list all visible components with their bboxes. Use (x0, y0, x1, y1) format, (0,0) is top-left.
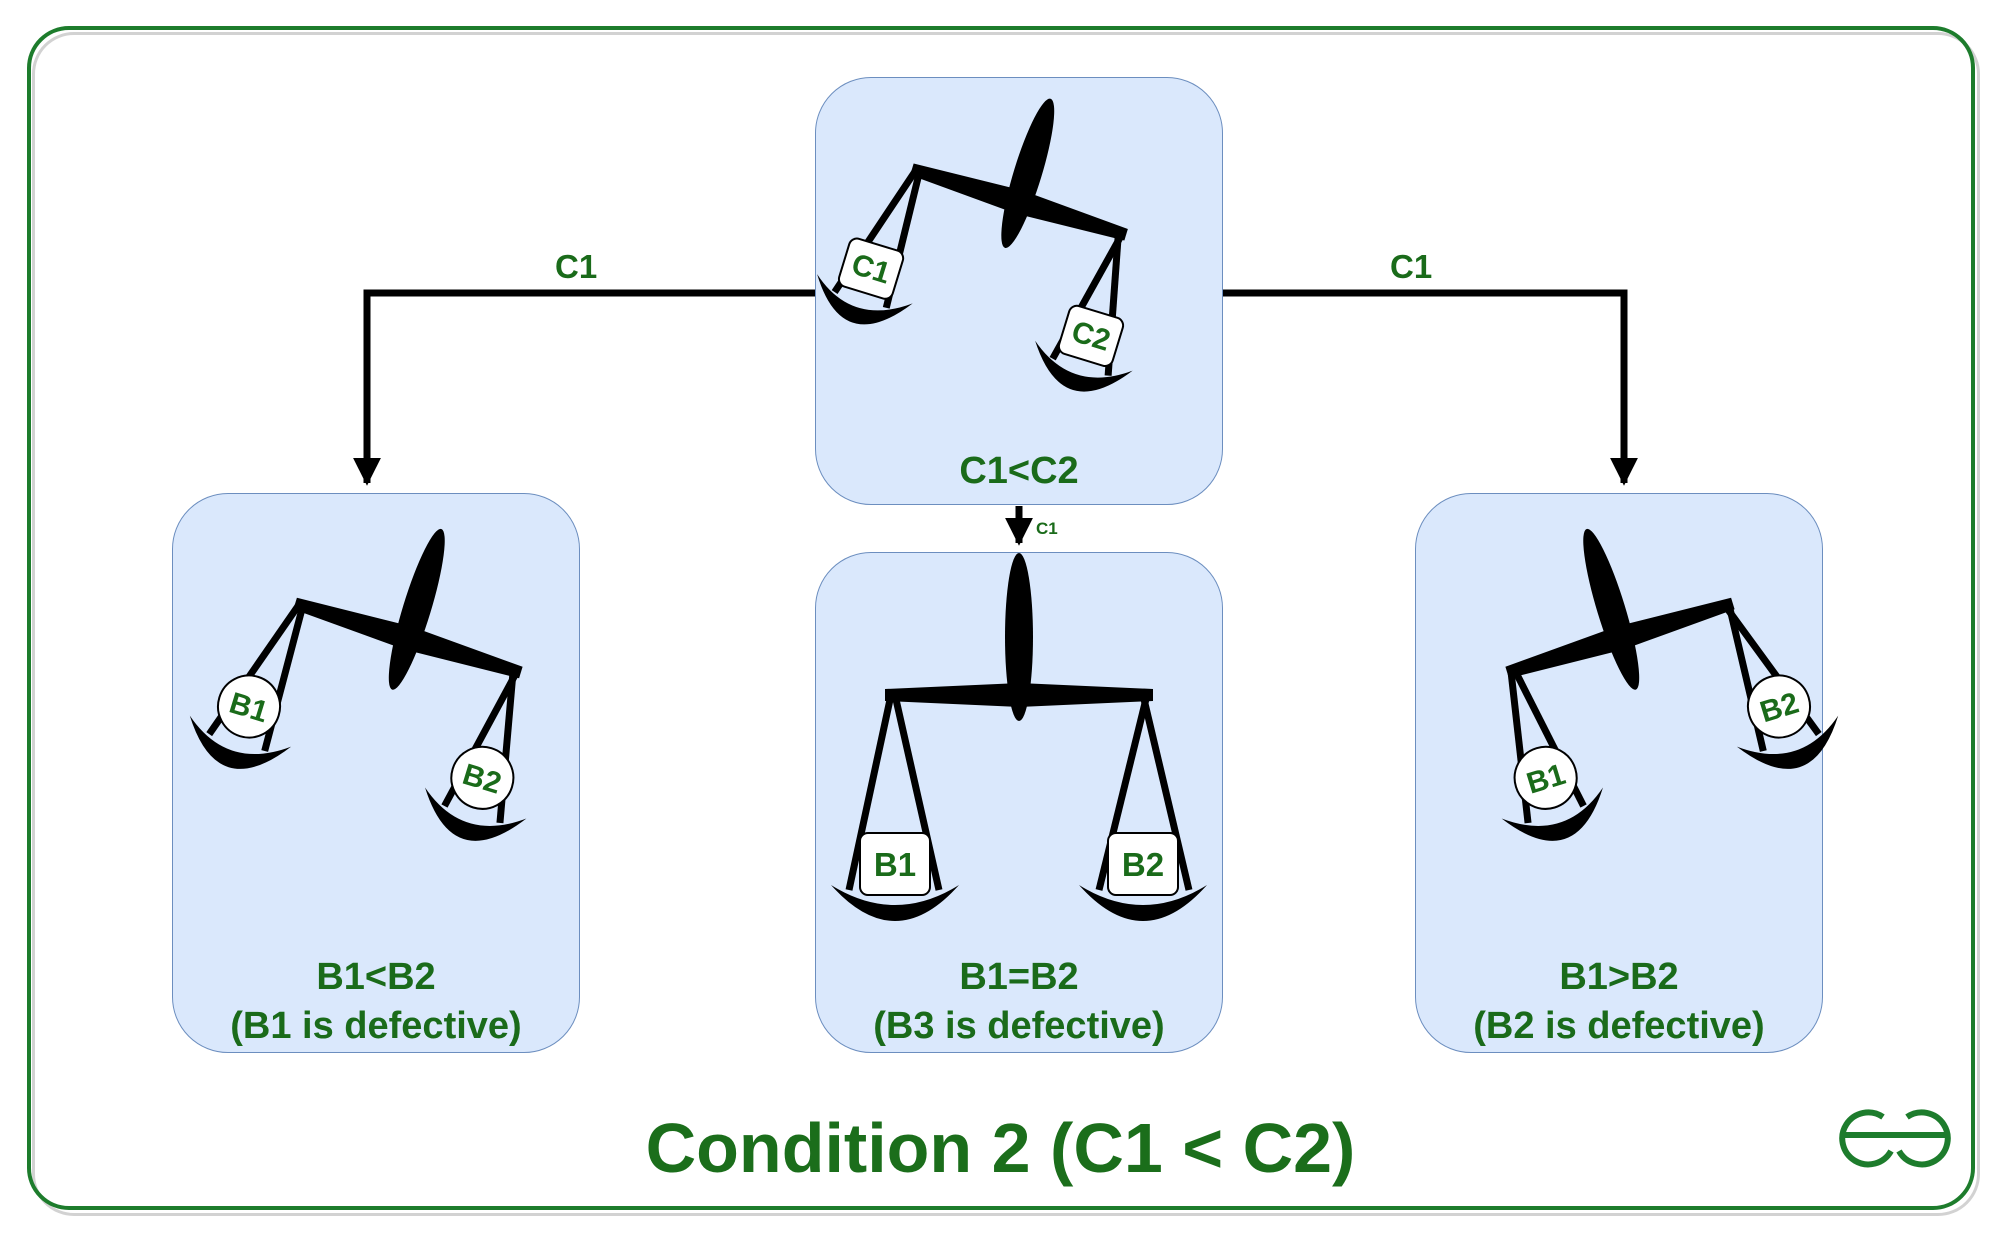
left-node-result: B1<B2 (316, 956, 436, 998)
diagram-frame (27, 26, 1975, 1210)
right-node-card: B1>B2 (B2 is defective) (1415, 493, 1823, 1053)
arrow-to-left (353, 289, 815, 486)
top-balance-scale-icon: C1 C2 (817, 98, 1133, 392)
left-node-conclusion: (B1 is defective) (230, 1005, 522, 1047)
middle-node-conclusion: (B3 is defective) (873, 1005, 1165, 1047)
middle-left-pan-label: B1 (874, 846, 916, 883)
edge-label-to-left: C1 (555, 248, 598, 285)
arrow-to-right (1223, 289, 1638, 486)
edge-label-to-middle: C1 (1036, 519, 1058, 538)
top-node-label: C1<C2 (959, 450, 1079, 492)
right-node-conclusion: (B2 is defective) (1473, 1005, 1765, 1047)
right-node-result: B1>B2 (1559, 956, 1679, 998)
frame-shadow (32, 32, 1980, 1216)
middle-balance-scale-icon: B1 B2 (831, 553, 1207, 921)
edge-label-to-right: C1 (1390, 248, 1433, 285)
middle-right-pan-label: B2 (1122, 846, 1164, 883)
middle-node-result: B1=B2 (959, 956, 1079, 998)
diagram-title: Condition 2 (C1 < C2) (645, 1109, 1356, 1187)
geeksforgeeks-logo (1839, 1109, 1951, 1168)
right-balance-scale-icon: B1 B2 (1501, 528, 1839, 841)
left-balance-scale-icon: B1 B2 (189, 528, 527, 841)
